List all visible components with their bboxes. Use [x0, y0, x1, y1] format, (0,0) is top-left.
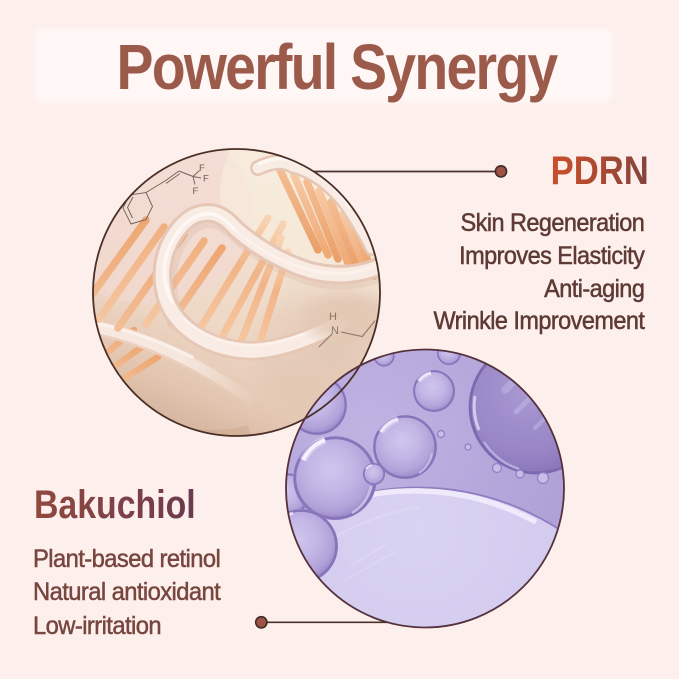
svg-text:F: F	[203, 174, 209, 185]
svg-text:F: F	[199, 163, 205, 174]
svg-text:H: H	[329, 311, 337, 323]
svg-text:N: N	[331, 325, 339, 337]
svg-text:F: F	[193, 186, 199, 197]
